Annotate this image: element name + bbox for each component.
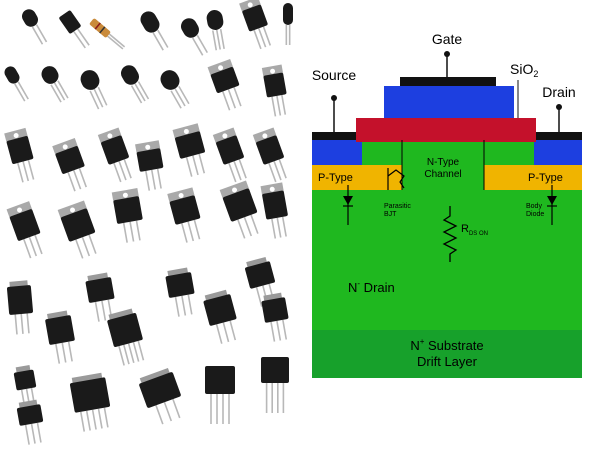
source-label: Source (312, 67, 357, 83)
transistor-package (206, 10, 225, 51)
parasitic-bjt-icon (387, 169, 405, 189)
p-type-left-region (312, 165, 402, 190)
gate-poly (384, 86, 514, 118)
transistor-package (89, 18, 126, 50)
drain-terminal (556, 104, 562, 110)
transistor-package (41, 66, 69, 103)
p-type-right-region (484, 165, 582, 190)
source-terminal (331, 95, 337, 101)
gate-terminal (444, 51, 450, 57)
transistor-package (261, 292, 289, 342)
transistor-package (261, 64, 287, 117)
body-diode-right-icon (547, 185, 557, 225)
gate-label: Gate (432, 31, 463, 47)
transistor-package (4, 66, 29, 102)
n-plus-source-region (312, 140, 362, 165)
drain-label: Drain (542, 84, 575, 100)
transistor-package (69, 372, 111, 432)
transistor-package (165, 267, 195, 317)
component-group (4, 0, 293, 445)
mosfet-diagram: Gate Source Drain SiO2 N-Type Channel P-… (300, 0, 600, 450)
transistor-package (107, 308, 145, 366)
channel-label-line1: N-Type (427, 157, 460, 168)
transistor-package (45, 310, 75, 364)
substrate-label: N+ Substrate (410, 337, 483, 353)
transistor-package (6, 201, 43, 259)
drain-contact (536, 132, 582, 140)
transistor-package (22, 9, 48, 45)
transistor-package (139, 367, 181, 425)
parasitic-label-line1: Parasitic (384, 203, 411, 210)
p-type-left-label: P-Type (318, 172, 353, 184)
substrate-region (312, 330, 582, 378)
transistor-package (4, 127, 35, 183)
transistor-photo (0, 0, 300, 450)
transistor-package (261, 357, 289, 413)
transistor-package (52, 138, 87, 192)
body-diode-label-line1: Body (526, 203, 542, 210)
rds-label: RDS ON (461, 223, 488, 237)
rds-resistor-icon (442, 206, 458, 262)
drift-layer-label: Drift Layer (417, 354, 478, 369)
transistor-package (121, 65, 150, 104)
transistor-package (135, 140, 164, 191)
transistor-package (283, 3, 293, 45)
transistor-package (140, 11, 169, 51)
transistor-package (239, 0, 272, 50)
transistor-package (260, 182, 288, 239)
parasitic-label-line2: BJT (384, 211, 397, 218)
transistor-package (219, 180, 259, 239)
body-diode-label-line2: Diode (526, 211, 544, 218)
transistor-package (59, 10, 90, 49)
oxide-label: SiO2 (510, 61, 538, 79)
channel-label-line2: Channel (424, 169, 461, 180)
transistor-package (205, 366, 235, 424)
transistor-package (203, 289, 237, 344)
transistor-package (6, 280, 34, 335)
transistor-package (97, 127, 132, 183)
transistor-package (160, 70, 190, 109)
transistor-package (111, 188, 143, 243)
transistor-package (16, 399, 44, 445)
transistor-package (57, 200, 97, 259)
diode-left-icon (343, 185, 353, 225)
n-plus-drain-region (534, 140, 582, 165)
transistor-photo-svg (0, 0, 300, 450)
source-contact (312, 132, 356, 140)
gate-oxide (356, 118, 536, 142)
transistor-package (172, 123, 206, 177)
transistor-package (252, 127, 287, 183)
transistor-package (207, 58, 242, 111)
n-drain-label: N- Drain (348, 279, 395, 295)
transistor-package (181, 18, 209, 56)
p-type-right-label: P-Type (528, 172, 563, 184)
gate-contact (400, 77, 496, 86)
transistor-package (80, 70, 108, 110)
mosfet-diagram-svg: Gate Source Drain SiO2 N-Type Channel P-… (312, 31, 582, 378)
transistor-package (167, 187, 201, 243)
transistor-package (212, 127, 247, 183)
